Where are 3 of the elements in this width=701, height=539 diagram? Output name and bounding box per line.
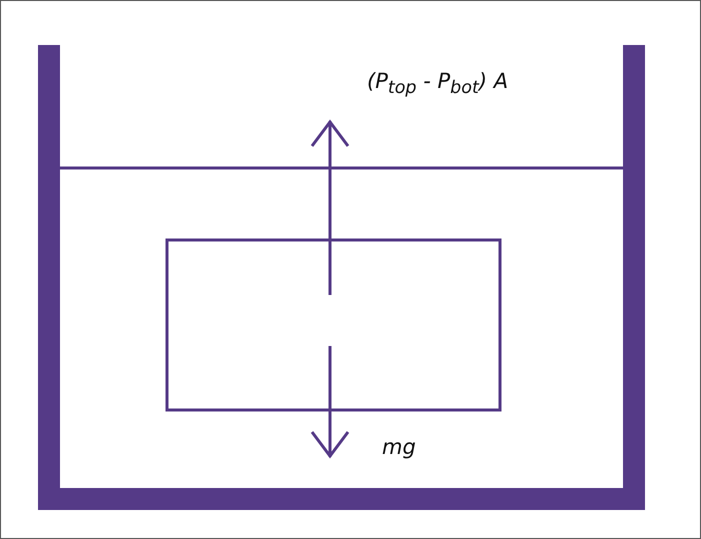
buoyant-force-label: (P$_{top}$ - P$_{bot}$) A <box>367 69 508 98</box>
submerged-block <box>166 238 502 412</box>
weight-force-label: mg <box>382 435 416 459</box>
